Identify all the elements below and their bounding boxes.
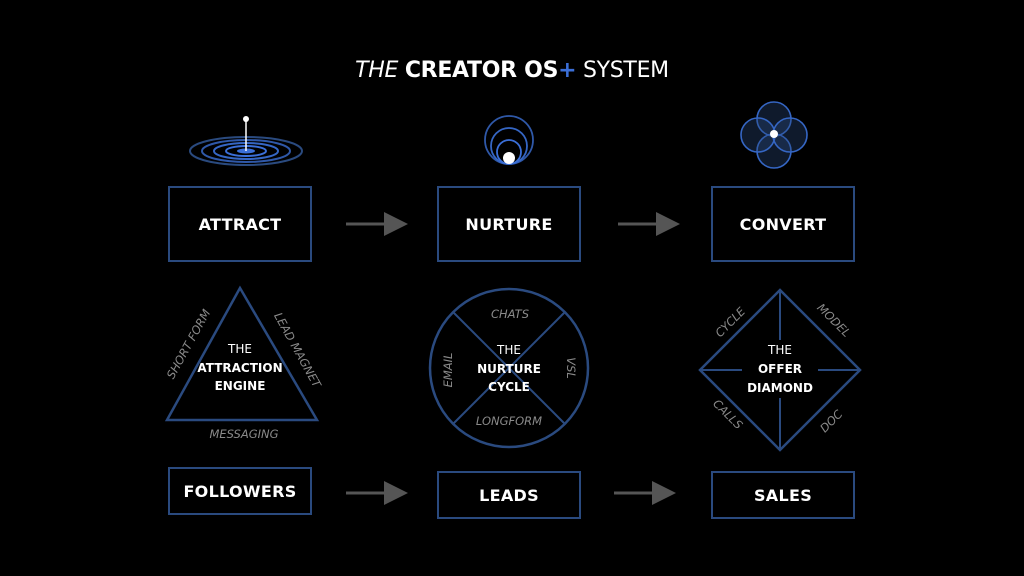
page-title: THE CREATOR OS+ SYSTEM	[0, 58, 1024, 83]
attract-label: ATTRACT	[198, 214, 282, 234]
offer-diamond-model: MODEL	[814, 301, 853, 340]
nurture-box: NURTURE	[437, 186, 581, 262]
nurture-label: NURTURE	[465, 214, 553, 234]
nurture-cycle-circle: THE NURTURE CYCLE CHATS LONGFORM EMAIL V…	[428, 287, 590, 449]
followers-box: FOLLOWERS	[168, 467, 312, 515]
followers-label: FOLLOWERS	[183, 481, 297, 501]
title-creator-os: CREATOR OS	[404, 58, 559, 83]
offer-diamond-line1: OFFER	[758, 362, 802, 376]
offer-diamond: THE OFFER DIAMOND CYCLE MODEL CALLS DOC	[698, 288, 862, 452]
offer-diamond-cycle: CYCLE	[712, 304, 748, 340]
nurture-cycle-chats: CHATS	[491, 307, 529, 321]
convert-label: CONVERT	[739, 214, 827, 234]
attraction-engine-triangle: THE ATTRACTION ENGINE SHORT FORM LEAD MA…	[164, 285, 324, 441]
sales-label: SALES	[753, 485, 813, 505]
convert-box: CONVERT	[711, 186, 855, 262]
attract-box: ATTRACT	[168, 186, 312, 262]
nurture-cycle-email: EMAIL	[441, 353, 455, 388]
nurture-cycle-longform: LONGFORM	[476, 414, 542, 428]
ripple-target-icon	[189, 116, 303, 166]
offer-diamond-line2: DIAMOND	[747, 381, 813, 395]
title-system: SYSTEM	[582, 58, 669, 83]
nurture-cycle-the: THE	[496, 343, 521, 357]
title-plus: +	[558, 58, 577, 83]
offer-diamond-doc: DOC	[817, 407, 845, 435]
sales-box: SALES	[711, 471, 855, 519]
title-the: THE	[355, 58, 399, 83]
nested-circles-icon	[484, 115, 534, 165]
nurture-cycle-vsl: VSL	[564, 357, 578, 379]
attraction-engine-line1: ATTRACTION	[197, 361, 282, 375]
attraction-engine-line2: ENGINE	[215, 379, 266, 393]
leads-box: LEADS	[437, 471, 581, 519]
nurture-cycle-line2: CYCLE	[488, 380, 530, 394]
leads-label: LEADS	[479, 485, 539, 505]
offer-diamond-calls: CALLS	[710, 396, 745, 431]
attraction-engine-the: THE	[227, 342, 252, 356]
nurture-cycle-line1: NURTURE	[477, 362, 541, 376]
overlapping-circles-icon	[740, 101, 808, 169]
offer-diamond-the: THE	[767, 343, 792, 357]
attraction-engine-messaging: MESSAGING	[209, 427, 278, 441]
attraction-engine-lead-magnet: LEAD MAGNET	[271, 310, 324, 391]
